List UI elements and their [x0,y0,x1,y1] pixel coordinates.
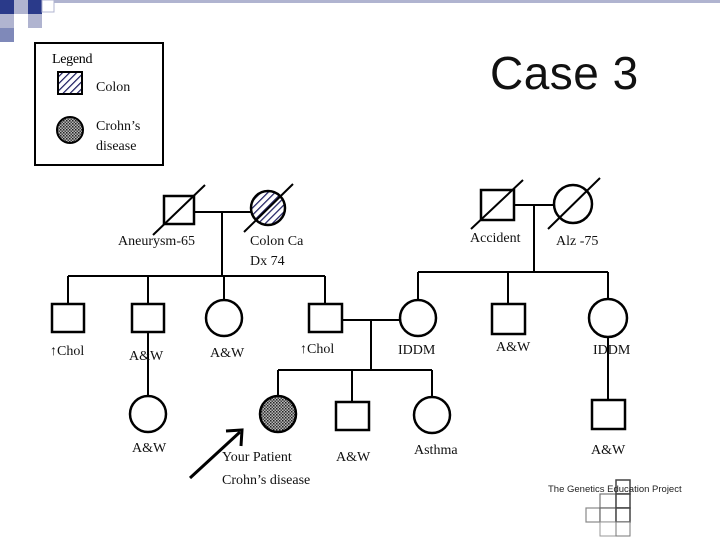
uncle3-square [490,302,527,336]
right-grandfather-label: Accident [470,231,521,246]
left-grandparents [68,183,325,277]
logo-text: The Genetics Education Project [548,484,682,495]
cousin2-square [590,398,627,431]
aunt2-circle [587,297,629,339]
sister-label: Asthma [414,443,458,458]
slide-title: Case 3 [490,47,639,99]
decorative-squares [0,0,720,42]
aunt1-label: A&W [210,346,245,361]
legend-title: Legend [52,52,93,67]
deceased-slash [470,179,524,230]
mother-label: IDDM [398,343,436,358]
legend-crohns-label-line1: Crohn’s [96,119,141,134]
uncle2-square [130,302,166,334]
proband-arrow [188,428,244,480]
legend-colon-symbol [57,71,83,95]
legend-crohns-label-line2: disease [96,139,137,154]
patient-circle [258,394,298,434]
deceased-slash [152,184,206,236]
uncle1-label: ↑Chol [50,344,85,359]
cousin1-label: A&W [132,441,167,456]
uncle2-label: A&W [129,349,164,364]
left-grandmother-label-line2: Dx 74 [250,254,285,269]
left-grandfather-label: Aneurysm-65 [118,234,195,249]
patient-label-line2: Crohn’s disease [222,473,311,488]
mother-circle [398,298,438,338]
cousin1-circle [128,394,168,434]
genetics-education-project-logo [585,479,631,537]
brother-square [334,400,371,432]
cousin2-label: A&W [591,443,626,458]
father-square [307,302,344,334]
father-label: ↑Chol [300,342,335,357]
left-grandmother-label-line1: Colon Ca [250,234,304,249]
patient-label-line1: Your Patient [222,450,292,465]
cousins [128,332,627,434]
right-grandparents [418,177,608,273]
deceased-slash [547,177,601,230]
aunt1-circle [204,298,244,338]
parents-and-children [258,319,452,435]
gen2-right-sibship [398,272,629,339]
legend-colon-label: Colon [96,80,131,95]
gen2-left-sibship [50,276,344,338]
uncle1-square [50,302,86,334]
legend-crohns-symbol [56,116,84,144]
right-grandmother-label: Alz -75 [556,234,599,249]
aunt2-label: IDDM [593,343,631,358]
deceased-slash [243,183,294,233]
sister-circle [412,395,452,435]
legend-box [34,42,164,166]
brother-label: A&W [336,450,371,465]
uncle3-label: A&W [496,340,531,355]
